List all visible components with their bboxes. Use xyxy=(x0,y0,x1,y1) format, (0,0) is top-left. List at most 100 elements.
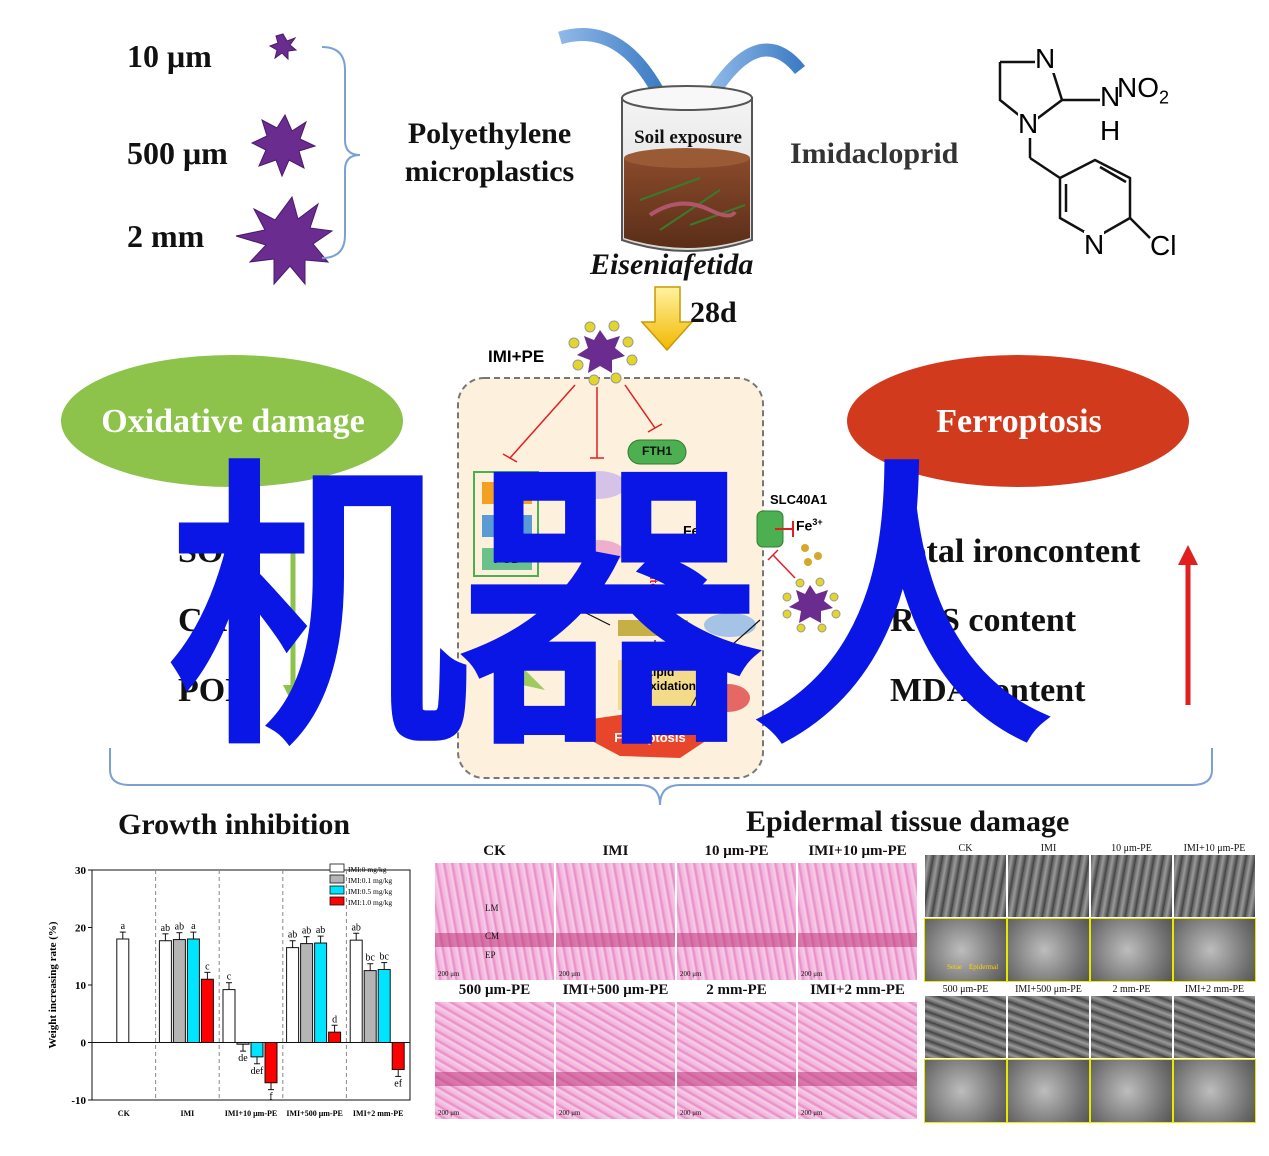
ferroptosis-item-ros: ROS content xyxy=(890,602,1077,639)
y-axis-label: Weight increasing rate (%) xyxy=(47,921,59,1049)
legend-label: IMI:0.5 mg/kg xyxy=(348,887,392,896)
oxidative-item-sod: SOD xyxy=(178,533,248,570)
significance-letter: def xyxy=(251,1066,264,1077)
curved-arrow-right xyxy=(706,43,806,99)
sem-zoom-image xyxy=(1007,918,1090,982)
enzyme-sod-box xyxy=(482,482,532,504)
scale-bar-label: 200 μm xyxy=(559,1109,581,1117)
atom-n-pyridine: N xyxy=(1084,229,1105,260)
epidermal-damage-title: Epidermal tissue damage xyxy=(746,805,1070,838)
bar xyxy=(363,970,377,1043)
oxidative-ellipse xyxy=(61,355,403,487)
bar xyxy=(349,939,363,1043)
bar xyxy=(116,938,130,1043)
he-panel-title: 2 mm-PE xyxy=(706,982,767,998)
bar xyxy=(186,938,200,1043)
significance-letter: f xyxy=(269,1092,273,1103)
sem-panel-title: IMI+10 μm-PE xyxy=(1183,843,1246,854)
ferroptosis-mech-label: Ferroptosis xyxy=(614,730,686,745)
y-tick-label: 30 xyxy=(75,865,87,877)
sem-panel-title: IMI xyxy=(1040,843,1057,854)
sem-zoom-image xyxy=(1007,1059,1090,1123)
ferroptosis-burst xyxy=(585,712,710,758)
significance-letter: d xyxy=(332,1014,337,1025)
fe2-label: Fe2+ xyxy=(683,522,710,539)
ferroptosis-ellipse xyxy=(847,355,1189,487)
atom-h: H xyxy=(1100,115,1121,146)
atom-n-top: N xyxy=(1035,43,1056,74)
pe-microplastics-label: Polyethylene microplastics xyxy=(404,117,575,188)
bar xyxy=(314,942,328,1043)
legend-label: IMI:0 mg/kg xyxy=(348,865,387,874)
he-panel-title: IMI+2 mm-PE xyxy=(810,982,905,998)
sem-panel-title: CK xyxy=(958,843,973,854)
growth-inhibition-title: Growth inhibition xyxy=(118,808,351,841)
scale-bar-label: 200 μm xyxy=(438,1109,460,1117)
sem-feature-label: Epidermal xyxy=(969,963,999,971)
size-label-2mm: 2 mm xyxy=(127,218,205,254)
significance-letter: bc xyxy=(379,952,389,963)
atom-cl: Cl xyxy=(1150,230,1177,261)
significance-letter: ef xyxy=(394,1078,402,1089)
he-panel-title: IMI+500 μm-PE xyxy=(562,982,669,998)
sem-overview-image xyxy=(925,996,1006,1058)
tissue-layer-label: EP xyxy=(484,949,496,960)
he-histology-image: 200 μm xyxy=(435,1002,554,1119)
x-tick-label: IMI+2 mm-PE xyxy=(353,1109,404,1118)
sem-zoom-image xyxy=(1173,1059,1256,1123)
sem-overview-image xyxy=(1174,855,1255,917)
bar xyxy=(328,1031,342,1043)
he-panel-title: IMI+10 μm-PE xyxy=(808,843,907,859)
sem-panel-title: IMI+500 μm-PE xyxy=(1015,984,1082,995)
enzyme-group xyxy=(473,471,539,577)
ferroptosis-item-mda: MDA content xyxy=(890,672,1086,709)
imi-pe-label: IMI+PE xyxy=(488,347,545,366)
significance-letter: de xyxy=(238,1053,248,1064)
sem-overview-image xyxy=(1174,996,1255,1058)
fth1-label: FTH1 xyxy=(642,444,672,458)
bar xyxy=(200,978,214,1043)
enzyme-cat-label: CAT xyxy=(495,519,519,533)
significance-letter: ab xyxy=(316,925,325,936)
size-label-10um: 10 μm xyxy=(127,38,212,74)
he-histology-image: 200 μm xyxy=(798,1002,917,1119)
bar xyxy=(222,989,236,1044)
legend-swatch xyxy=(329,896,345,906)
bar xyxy=(250,1042,264,1058)
bar xyxy=(158,940,172,1043)
sem-panel-title: 2 mm-PE xyxy=(1112,984,1151,995)
bar xyxy=(300,943,314,1043)
significance-letter: a xyxy=(121,921,126,932)
scale-bar-label: 200 μm xyxy=(801,970,823,978)
bottom-bracket xyxy=(109,748,1213,806)
sem-overview-image xyxy=(1091,996,1172,1058)
oxidative-item-pod: POD xyxy=(178,672,250,709)
he-panel-title: CK xyxy=(483,843,506,859)
x-tick-label: IMI+10 μm-PE xyxy=(225,1109,277,1118)
scale-bar-label: 200 μm xyxy=(680,1109,702,1117)
microplastic-star-medium xyxy=(250,113,317,178)
legend-swatch xyxy=(329,874,345,884)
scale-bar-label: 200 μm xyxy=(438,970,460,978)
x-tick-label: IMI+500 μm-PE xyxy=(286,1109,342,1118)
sem-zoom-image xyxy=(1090,918,1173,982)
size-bracket xyxy=(321,46,361,259)
x-tick-label: CK xyxy=(118,1109,131,1118)
microplastic-star-large xyxy=(235,195,334,286)
x-tick-label: IMI xyxy=(181,1109,195,1118)
scale-bar-label: 200 μm xyxy=(801,1109,823,1117)
ferroptosis-title: Ferroptosis xyxy=(936,402,1102,440)
sem-panel-title: IMI+2 mm-PE xyxy=(1184,984,1245,995)
sem-zoom-image xyxy=(1173,918,1256,982)
imi-pe-particle xyxy=(568,320,638,386)
bar xyxy=(286,947,300,1043)
svg-text:Fenton: Fenton xyxy=(647,560,659,597)
he-panel-title: 10 μm-PE xyxy=(704,843,769,859)
enzyme-cat-box xyxy=(482,515,532,537)
y-tick-label: -10 xyxy=(71,1095,86,1107)
y-tick-label: 20 xyxy=(75,923,87,935)
legend-swatch xyxy=(329,885,345,895)
sem-overview-image xyxy=(1008,996,1089,1058)
